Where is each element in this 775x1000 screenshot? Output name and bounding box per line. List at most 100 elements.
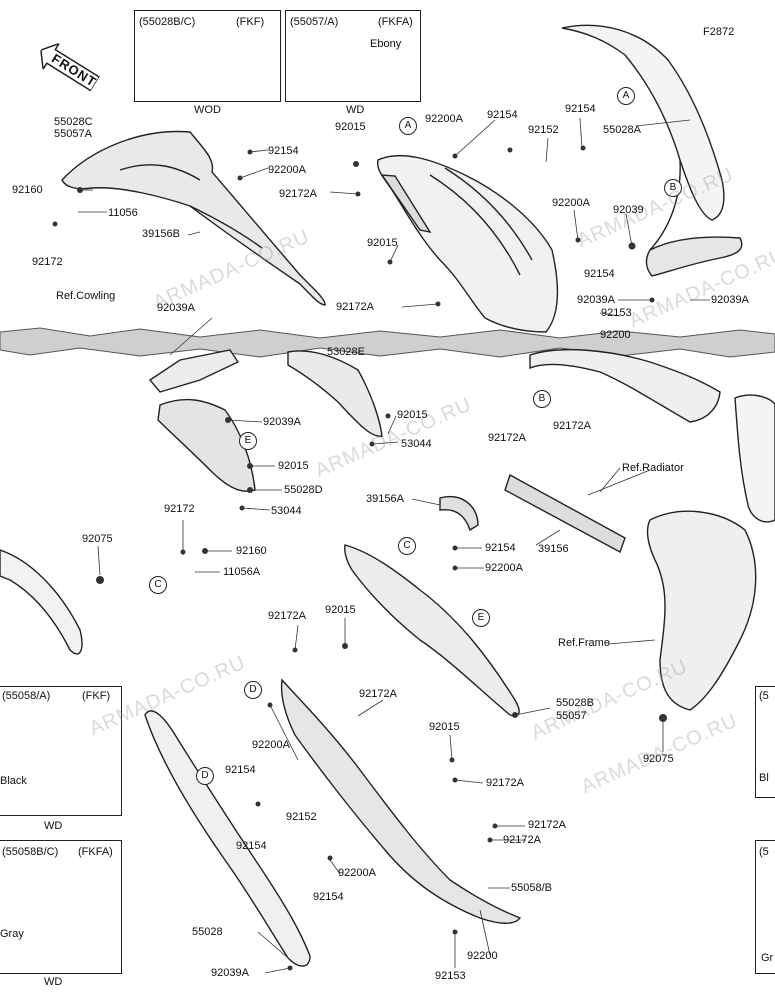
callout-a-1: A xyxy=(399,117,417,135)
variant-box-3-code: (55058/A) xyxy=(2,690,51,702)
variant-box-1-model: (FKF) xyxy=(236,16,265,28)
callout-c-1: C xyxy=(149,576,167,594)
part-label: 92039A xyxy=(211,967,249,979)
part-label: 53044 xyxy=(401,438,432,450)
part-label: 92154 xyxy=(584,268,615,280)
diagram-id: F2872 xyxy=(703,26,735,38)
part-label: 92039A xyxy=(157,302,195,314)
variant-box-3-sub: Black xyxy=(0,775,27,787)
part-label: 92039 xyxy=(613,204,644,216)
part-label: 92154 xyxy=(487,109,518,121)
variant-box-5-sub: Bl xyxy=(759,772,769,784)
upper-side-cowl-left xyxy=(61,130,326,306)
variant-box-2-caption: WD xyxy=(346,104,365,116)
callout-d-1: D xyxy=(244,681,262,699)
part-label: 92160 xyxy=(12,184,43,196)
variant-box-4-code: (55058B/C) xyxy=(2,846,59,858)
part-label: 55028 xyxy=(192,926,223,938)
variant-box-4-caption: WD xyxy=(44,976,63,988)
callout-a-2: A xyxy=(617,87,635,105)
variant-box-6 xyxy=(755,840,775,974)
part-label: 92172A xyxy=(553,420,591,432)
lower-side-55028B xyxy=(344,544,520,717)
belly-pan-55028 xyxy=(144,710,311,967)
part-label: 55057 xyxy=(556,710,587,722)
variant-box-6-sub: Gr xyxy=(761,952,774,964)
part-label: 92200A xyxy=(485,562,523,574)
part-label: 92172 xyxy=(164,503,195,515)
variant-box-4 xyxy=(0,840,122,974)
part-label: 11056A xyxy=(223,566,261,578)
frame-shape xyxy=(646,510,757,711)
variant-box-2-model: (FKFA) xyxy=(378,16,413,28)
part-label: 92172A xyxy=(268,610,306,622)
part-label: 92172 xyxy=(32,256,63,268)
variant-box-1 xyxy=(134,10,281,102)
ref-frame: Ref.Frame xyxy=(558,637,610,649)
variant-box-2-code: (55057/A) xyxy=(290,16,339,28)
part-label: 53044 xyxy=(271,505,302,517)
variant-box-5-code: (5 xyxy=(759,690,769,702)
front-direction-arrow: FRONT xyxy=(33,37,103,96)
part-label: 92015 xyxy=(278,460,309,472)
part-label: 39156 xyxy=(538,543,569,555)
callout-d-2: D xyxy=(196,767,214,785)
part-label: 53028E xyxy=(327,346,365,358)
part-label: 92154 xyxy=(236,840,267,852)
part-label: 92200 xyxy=(467,950,498,962)
variant-box-3 xyxy=(0,686,122,816)
part-label: 92015 xyxy=(335,121,366,133)
side-panel-55028A xyxy=(561,24,725,221)
part-label: 55028C xyxy=(54,116,93,128)
variant-box-3-model: (FKF) xyxy=(82,690,111,702)
part-label: 92152 xyxy=(528,124,559,136)
part-label: 92172A xyxy=(359,688,397,700)
part-label: 55028D xyxy=(284,484,323,496)
part-label: 92154 xyxy=(313,891,344,903)
part-label: 92172A xyxy=(279,188,317,200)
variant-box-2-sub: Ebony xyxy=(370,38,402,50)
callout-e-1: E xyxy=(239,432,257,450)
part-label: 92200A xyxy=(268,164,306,176)
ref-radiator: Ref.Radiator xyxy=(622,462,684,474)
part-label: 55058/B xyxy=(511,882,552,894)
callout-b-2: B xyxy=(533,390,551,408)
part-label: 92153 xyxy=(601,307,632,319)
part-label: 92200A xyxy=(338,867,376,879)
ref-cowling: Ref.Cowling xyxy=(56,290,116,302)
radiator-shape xyxy=(734,394,775,523)
part-label: 92172A xyxy=(503,834,541,846)
part-label: 92075 xyxy=(82,533,113,545)
part-label: 55057A xyxy=(54,128,92,140)
part-label: 92154 xyxy=(268,145,299,157)
variant-box-4-model: (FKFA) xyxy=(78,846,113,858)
variant-box-1-code: (55028B/C) xyxy=(139,16,196,28)
part-label: 92172A xyxy=(486,777,524,789)
part-label: 39156B xyxy=(142,228,180,240)
part-label: 92160 xyxy=(236,545,267,557)
part-label: 55028B xyxy=(556,697,594,709)
part-label: 92172A xyxy=(528,819,566,831)
variant-box-2 xyxy=(285,10,421,102)
part-label: 39156A xyxy=(366,493,404,505)
part-label: 92152 xyxy=(286,811,317,823)
part-label: 92015 xyxy=(429,721,460,733)
callout-b-1: B xyxy=(664,179,682,197)
part-label: 92015 xyxy=(367,237,398,249)
pad-39156A xyxy=(439,495,479,532)
shroud-left xyxy=(0,549,83,655)
callout-e-2: E xyxy=(472,609,490,627)
variant-box-6-code: (5 xyxy=(759,846,769,858)
strip-39156 xyxy=(504,473,626,554)
cover-53028E xyxy=(287,350,383,437)
callout-c-2: C xyxy=(398,537,416,555)
part-label: 92154 xyxy=(565,103,596,115)
part-label: 92200 xyxy=(600,329,631,341)
part-label: 92039A xyxy=(263,416,301,428)
part-label: 92015 xyxy=(325,604,356,616)
inner-fairing-right xyxy=(529,349,721,423)
variant-box-1-caption: WOD xyxy=(194,104,221,116)
small-cover-left xyxy=(148,349,240,393)
variant-box-4-sub: Gray xyxy=(0,928,24,940)
